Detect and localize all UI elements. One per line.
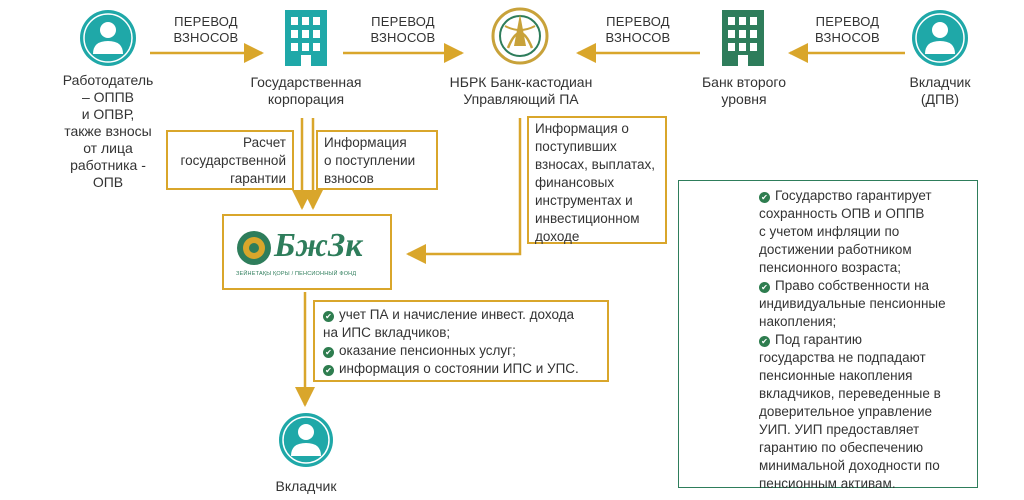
check-icon: ✔ <box>759 336 770 347</box>
arrow-nbrk-to-fund <box>406 118 522 264</box>
guarantees-box: ✔Государство гарантирует сохранность ОПВ… <box>678 180 978 491</box>
guarantee-item: ✔Право собственности на индивидуальные п… <box>759 278 946 329</box>
check-icon: ✔ <box>323 365 334 376</box>
contrib-info-note: Информация о поступлении взносов <box>316 130 438 190</box>
fund-emblem-icon <box>237 231 271 265</box>
nbrk-label: НБРК Банк-кастодиан Управляющий ПА <box>449 74 593 107</box>
arrow-label-4: ПЕРЕВОД ВЗНОСОВ <box>815 14 880 45</box>
fund-logo-box: БжЗк ЗЕЙНЕТАҚЫ ҚОРЫ / ПЕНСИОННЫЙ ФОНД <box>222 214 392 290</box>
depositor-label: Вкладчик <box>275 478 337 494</box>
depositor-person-icon <box>279 413 333 467</box>
guarantee-item: ✔Под гарантию государства не подпадают п… <box>759 332 941 491</box>
dpv-person-icon <box>912 10 968 66</box>
nbrk-info-note: Информация о поступивших взносах, выплат… <box>527 116 667 244</box>
fund-logo-name: БжЗк <box>274 227 363 264</box>
bank-label: Банк второго уровня <box>701 74 787 107</box>
service-item: ✔учет ПА и начисление инвест. дохода на … <box>323 307 575 340</box>
arrow-label-2: ПЕРЕВОД ВЗНОСОВ <box>370 14 436 45</box>
employer-label: Работодатель – ОППВ и ОПВР, также взносы… <box>62 72 154 190</box>
dpv-depositor-label: Вкладчик (ДПВ) <box>909 74 971 107</box>
guarantee-item: ✔Государство гарантирует сохранность ОПВ… <box>759 188 932 275</box>
fund-logo-sub: ЗЕЙНЕТАҚЫ ҚОРЫ / ПЕНСИОННЫЙ ФОНД <box>236 271 357 277</box>
arrow-label-1: ПЕРЕВОД ВЗНОСОВ <box>173 14 239 45</box>
check-icon: ✔ <box>759 192 770 203</box>
check-icon: ✔ <box>323 311 334 322</box>
gov-corp-label: Государственная корпорация <box>250 74 362 107</box>
guarantee-note: Расчет государственной гарантии <box>166 130 294 190</box>
gov-building-icon <box>285 10 327 66</box>
nbrk-emblem-icon <box>491 7 549 65</box>
arrow-label-3: ПЕРЕВОД ВЗНОСОВ <box>605 14 671 45</box>
check-icon: ✔ <box>759 282 770 293</box>
bank-building-icon <box>722 10 764 66</box>
services-box: ✔учет ПА и начисление инвест. дохода на … <box>313 300 609 382</box>
service-item: ✔оказание пенсионных услуг; <box>323 342 599 360</box>
employer-person-icon <box>80 10 136 66</box>
service-item: ✔информация о состоянии ИПС и УПС. <box>323 360 599 378</box>
check-icon: ✔ <box>323 347 334 358</box>
